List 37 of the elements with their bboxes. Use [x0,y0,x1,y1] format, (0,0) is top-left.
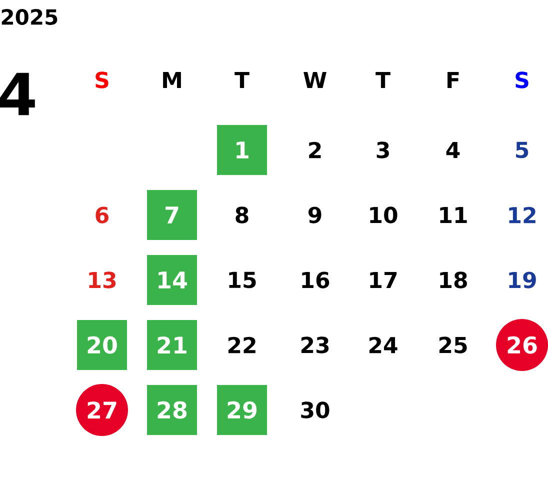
weekday-header: W [304,72,326,88]
day-number: 3 [376,142,389,158]
month-number: 4 [0,72,35,116]
day-number: 19 [509,272,536,288]
day-number: 11 [440,206,467,224]
highlighted-day: 21 [147,320,197,370]
highlighted-day: 29 [217,385,267,435]
highlighted-day: 20 [77,320,127,370]
day-number: 5 [516,142,528,158]
day-number: 18 [440,272,467,288]
highlighted-day: 28 [147,385,197,435]
day-number: 22 [228,336,256,354]
weekday-header: S [96,72,108,88]
weekday-header: M [163,72,181,88]
day-number: 16 [302,272,330,288]
day-number: 23 [301,336,329,354]
day-number: 8 [236,206,248,224]
day-number: 25 [439,336,467,354]
year-heading: 2025 [2,9,58,25]
day-number: 4 [446,142,460,158]
day-number: 6 [96,206,108,224]
weekday-header: T [376,72,390,88]
weekday-header: F [448,72,459,88]
day-number: 10 [370,206,398,224]
day-number: 2 [309,142,321,158]
weekday-header: S [516,72,528,88]
day-number: 13 [89,272,116,288]
weekday-header: T [234,72,250,88]
day-number: 12 [509,206,536,224]
day-number: 30 [301,402,330,418]
day-number: 15 [229,272,256,288]
highlighted-day: 1 [217,125,267,175]
highlighted-day: 14 [147,255,197,305]
highlighted-day: 7 [147,190,197,240]
day-number: 17 [370,272,397,288]
day-number: 24 [369,336,398,354]
day-number: 9 [308,206,322,224]
